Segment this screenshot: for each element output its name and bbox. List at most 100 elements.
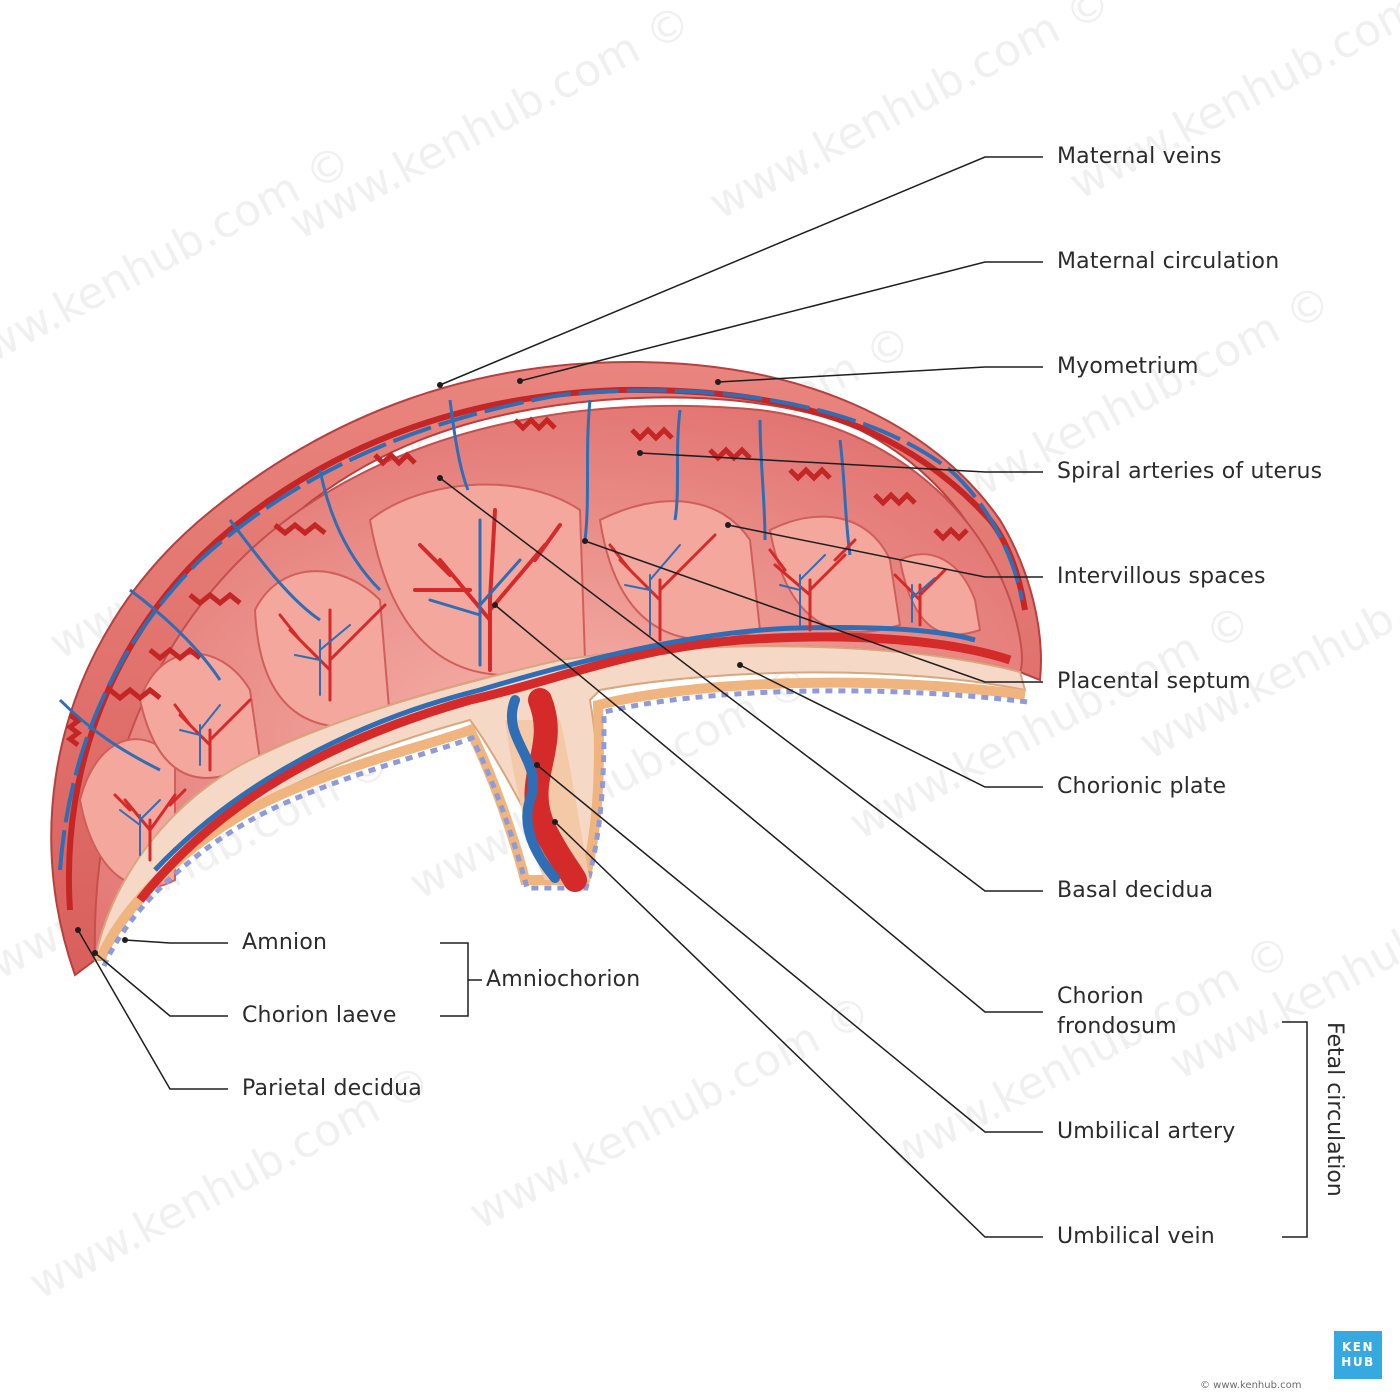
villus-vein [179,704,221,766]
leader-dot [122,937,128,943]
bracket-fetal-circulation [1282,1021,1308,1238]
leader-basal-decidua [439,477,1043,892]
villous-tree [608,533,717,642]
spiral-artery [788,466,832,482]
leader-dot [582,538,588,544]
leader-spiral-arteries [639,452,1043,473]
villus-artery [413,508,562,672]
leader-dot [552,819,558,825]
maternal-vein [583,399,592,541]
leader-dot [715,379,721,385]
watermark-text: www.kenhub.com © [1061,0,1400,210]
leader-dot [737,662,743,668]
label-amnion: Amnion [242,930,328,955]
label-umbilical-artery: Umbilical artery [1057,1119,1236,1144]
villus-vein [911,577,936,623]
leader-dot [92,950,98,956]
spiral-artery [513,416,557,432]
label-chorion-frondosum: Chorion frondosum [1057,984,1177,1039]
label-amniochorion: Amniochorion [486,967,641,992]
villus-artery [768,538,857,632]
leader-dot [437,382,443,388]
leader-chorionic-plate [739,664,1043,788]
watermark-text: www.kenhub.com © [921,275,1339,530]
leader-dot [534,762,540,768]
maternal-vein [673,409,682,521]
leader-intervillous [727,524,1043,578]
leader-umbilical-vein [554,821,1043,1238]
label-basal-decidua: Basal decidua [1057,878,1214,903]
umbilical-cord [505,688,590,892]
spiral-artery [873,491,917,507]
logo-line-2: HUB [1341,1355,1375,1369]
watermark-text: www.kenhub.com © [281,0,699,250]
spiral-artery [65,713,83,747]
villus-vein [428,518,522,667]
label-intervillous-spaces: Intervillous spaces [1057,564,1266,589]
leader-maternal-veins [439,156,1043,386]
credit-text: © www.kenhub.com [1200,1380,1302,1391]
cotyledon [768,515,902,633]
leader-dot [492,602,498,608]
villus-vein [119,799,161,856]
villous-tree [278,603,387,702]
villus-artery [113,788,187,862]
leader-parietal-decidua [77,929,228,1090]
umbilical-artery-vessel [524,688,587,892]
logo-line-1: KEN [1341,1340,1375,1354]
umbilical-vein-vessel [506,695,560,883]
villous-tree [173,698,252,772]
villus-vein [624,544,681,636]
villus-artery [278,603,387,702]
watermark-text: www.kenhub.com © [461,985,879,1240]
label-maternal-circulation: Maternal circulation [1057,249,1280,274]
spiral-artery [630,426,674,442]
leader-dot [725,522,731,528]
maternal-vein-myometrial [58,388,1024,871]
spiral-artery [273,521,327,537]
leader-chorion-frondosum [494,604,1043,1013]
leader-dot [75,927,81,933]
spiral-artery [148,646,202,662]
label-fetal-circulation: Fetal circulation [1322,1022,1347,1197]
cotyledons [78,483,982,889]
maternal-vein-drops [58,399,852,772]
label-parietal-decidua: Parietal decidua [242,1076,422,1101]
maternal-vein [228,519,321,622]
spiral-artery [933,526,969,542]
villus-vein [294,624,351,696]
maternal-vein [129,588,222,681]
maternal-vein [838,439,852,556]
label-umbilical-vein: Umbilical vein [1057,1224,1215,1249]
leader-placental-septum [584,540,1043,683]
leader-maternal-circulation [519,261,1043,382]
leader-myometrium [717,366,1043,383]
bracket-amniochorion [440,942,469,1017]
label-spiral-arteries: Spiral arteries of uterus [1057,459,1323,484]
watermark-text: www.kenhub.com © [0,135,359,390]
leader-dot [637,450,643,456]
leader-chorion-laeve [94,952,228,1017]
label-myometrium: Myometrium [1057,354,1199,379]
leader-lines [77,156,1308,1238]
label-maternal-veins: Maternal veins [1057,144,1222,169]
label-chorionic-plate: Chorionic plate [1057,774,1227,799]
leader-dot [437,475,443,481]
maternal-vein [58,698,161,772]
maternal-vein [448,399,470,491]
villous-tree [893,568,947,627]
spiral-artery [108,686,162,702]
villous-tree [413,508,562,672]
watermark-text: www.kenhub.com © [701,0,1119,230]
kenhub-logo: KEN HUB [1334,1331,1382,1379]
villous-tree [113,788,187,862]
villus-artery [608,533,717,642]
label-placental-septum: Placental septum [1057,669,1251,694]
leader-dots [75,378,743,956]
maternal-vein [318,469,382,592]
fetal-artery-chorionic [136,632,1012,903]
maternal-vein [758,419,767,541]
leader-dot [517,378,523,384]
